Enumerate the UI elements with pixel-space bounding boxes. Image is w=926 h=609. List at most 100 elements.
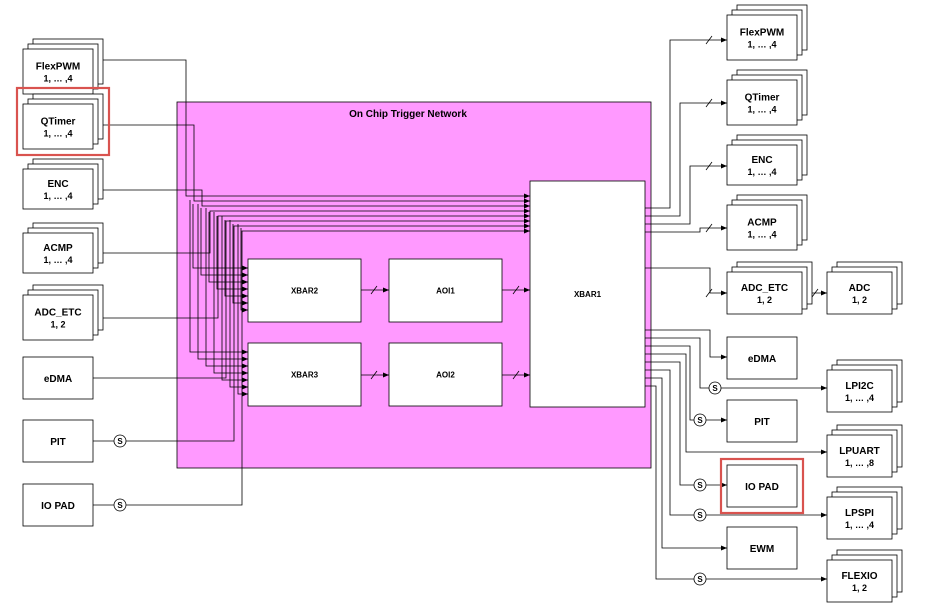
xbar2-block [247,258,362,323]
wire-output-enc [645,165,727,225]
module-box [826,271,893,315]
arrow-xbar2-in-4 [242,293,248,299]
wire-output-lpspi [645,369,694,516]
arrow-xbar2-in-5 [242,300,248,306]
wire-fan-xbar2-4 [224,220,248,297]
input-module-edma: eDMA [22,356,94,400]
wire-output-edma [645,329,727,358]
wire-fan-xbar2-1 [200,208,248,276]
module-label: EWM [750,544,774,555]
module-box [726,399,798,443]
wire-input-enc-bus [93,189,530,207]
sync-output-io-pad [693,478,707,492]
arrow-xbar1-in-enc [524,203,530,209]
module-box [826,434,893,478]
arrow-xbar3-in-0 [242,349,248,355]
module-instances: 1, … ,4 [747,230,776,240]
arrow-output-adc-etc [721,290,727,296]
arrow-xbar2-in-2 [242,279,248,285]
arrow-output-acmp [721,225,727,231]
bus-mark [705,161,713,171]
module-label: QTimer [745,93,780,104]
arrow-xbar3-in-6 [242,391,248,397]
arrow-aoi1-in [383,287,389,293]
module-box [22,48,94,95]
module-instances: 1, 2 [852,583,867,593]
xbar1-label: XBAR1 [574,290,602,299]
wire-fan-xbar3-0 [189,200,248,353]
wire-input-adc-etc-bus [93,215,530,319]
module-label: FlexPWM [36,62,80,73]
xbar1-block [529,180,646,408]
module-box [22,483,94,527]
output-module-edma: eDMA [726,336,798,380]
arrow-output-lpuart [821,449,827,455]
arrow-xbar3-in-5 [242,384,248,390]
sync-input-io-pad-label: S [117,501,123,510]
sync-input-io-pad [113,498,127,512]
wire-output-lpuart [645,353,827,453]
module-instances: 1, 2 [852,295,867,305]
module-label: ENC [47,179,68,190]
wire-input-flexpwm-bus [93,59,530,197]
sync-output-lpi2c [708,381,722,395]
wire-output-pit [645,345,694,421]
wire-fan-xbar3-2 [205,208,248,367]
module-box [726,464,798,508]
module-box [826,559,893,603]
module-label: ACMP [747,218,777,229]
arrow-output-qtimer [721,100,727,106]
arrow-xbar2-in-6 [242,307,248,313]
wire-output-io-pad [645,361,694,486]
highlight-frame [15,86,111,157]
sync-output-pit [693,413,707,427]
arrow-xbar2-in-3 [242,286,248,292]
module-label: LPI2C [845,381,873,392]
arrow-xbar1-from-aoi1 [524,287,530,293]
module-label: FLEXIO [841,571,877,582]
module-instances: 1, … ,4 [43,129,72,139]
bus-mark [370,285,378,295]
module-box [22,232,94,274]
wire-fan-xbar3-4 [221,216,248,381]
highlight-frame [719,457,805,515]
module-instances: 1, … ,4 [43,74,72,84]
arrow-output-flexio [821,576,827,582]
module-box [726,14,798,61]
xbar2-label: XBAR2 [291,287,319,296]
module-label: ADC_ETC [34,308,81,319]
aoi2-label: AOI2 [436,371,455,380]
arrow-xbar2-in-0 [242,265,248,271]
module-label: IO PAD [41,501,75,512]
wire-output-qtimer [645,102,727,217]
module-box [22,103,94,150]
module-box [826,496,893,540]
arrow-output-io-pad [721,482,727,488]
sync-output-flexio-label: S [697,575,703,584]
module-label: LPSPI [845,508,874,519]
wire-output-ewm [645,377,727,549]
bus-mark [705,288,713,298]
module-instances: 1, … ,4 [747,105,776,115]
arrow-xbar1-in-pit [524,223,530,229]
wire-output-acmp [645,227,727,233]
arrow-xbar2-in-1 [242,272,248,278]
module-box [726,271,803,315]
module-label: eDMA [44,374,72,385]
bus-mark [512,285,520,295]
module-label: ADC_ETC [741,283,788,294]
aoi1-block [388,258,503,323]
arrow-output-adc [821,290,827,296]
sync-input-pit [113,434,127,448]
